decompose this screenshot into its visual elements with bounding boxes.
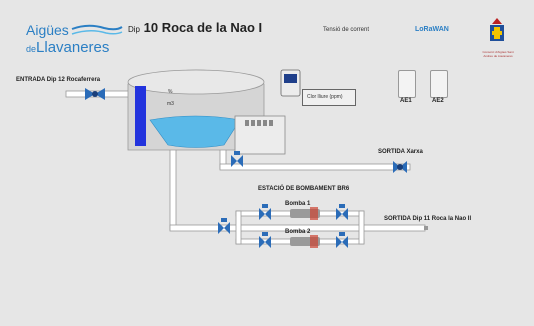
bomba2-pump-icon [290,235,320,248]
bomba2-outlet-valve-icon [336,232,348,248]
ae2-label: AE2 [432,98,444,104]
bomba1-outlet-valve-icon [336,204,348,220]
xarxa-pipe [219,163,411,171]
crest-caption: Consorci d'Aigües Sant Andreu de Llavane… [482,50,514,58]
main-valve-icon [218,218,230,234]
bomba1-inlet-valve-icon [259,204,271,220]
logo-wave-icon [71,24,123,35]
logo-text-line2: deLlavaneres [26,39,110,56]
tank-level-bar [135,86,146,146]
bomba2-label: Bomba 2 [285,229,311,235]
page-title: Dip 10 Roca de la Nao I [128,20,263,35]
chlorine-readout[interactable]: Clor lliure (ppm) [302,89,356,106]
chlorine-readout-label: Clor lliure (ppm) [307,94,343,100]
sortida-xarxa-label: SORTIDA Xarxa [378,149,423,155]
aigues-llavaneres-logo: Aigües deLlavaneres [20,19,126,61]
entrada-label: ENTRADA Dip 12 Rocaferrera [16,77,101,83]
tank-percent-label: % [168,89,173,95]
ae2-meter-icon[interactable] [430,70,448,98]
estacio-bombament-label: ESTACIÓ DE BOMBAMENT BR6 [258,186,350,192]
bomba1-label: Bomba 1 [285,201,311,207]
sortida-dip-end [424,226,428,230]
ae1-label: AE1 [400,98,412,104]
pump-loop-right [358,210,365,245]
sortida-dip-label: SORTIDA Dip 11 Roca la Nao II [384,216,472,222]
tensio-label: Tensió de corrent [323,27,370,33]
tank-level-label: m3 [167,101,174,107]
logo-text-line1: Aigües [26,22,69,38]
xarxa-flowmeter-icon [393,161,407,173]
lorawan-logo: LoRaWAN [415,26,449,33]
municipal-crest-icon [490,18,504,41]
bomba1-pump-icon [290,207,320,220]
bomba2-inlet-valve-icon [259,232,271,248]
pump-loop-left [235,210,242,245]
entrada-valve-icon [85,88,105,100]
water-tank [127,69,265,151]
tank-outlet-pipe [169,144,177,231]
xarxa-valve-icon [231,151,243,167]
ae1-meter-icon[interactable] [398,70,416,98]
